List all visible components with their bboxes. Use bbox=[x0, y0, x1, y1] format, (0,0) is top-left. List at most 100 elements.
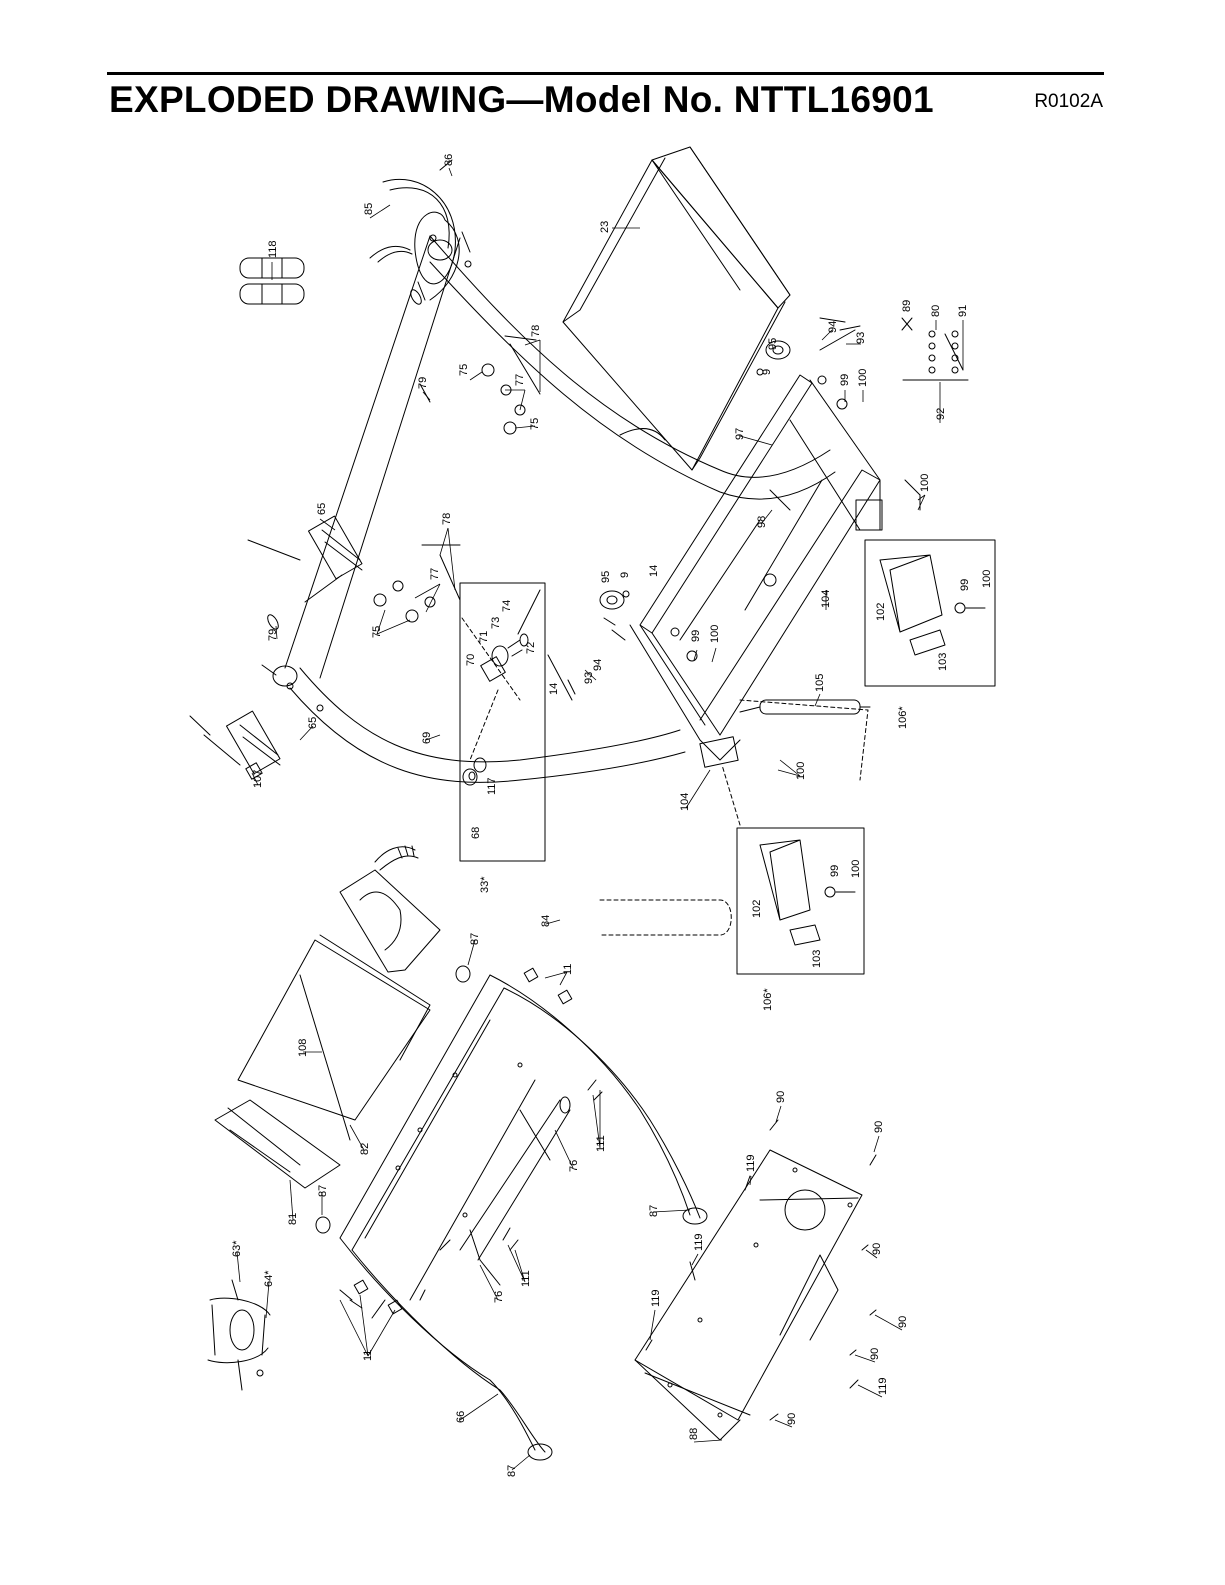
part-label: 90 bbox=[873, 1121, 885, 1133]
part-label: 63* bbox=[231, 1240, 243, 1257]
part-label: 95 bbox=[767, 338, 779, 350]
part-label: 106* bbox=[762, 988, 774, 1011]
lift-cylinder bbox=[739, 699, 871, 715]
part-label: 102 bbox=[751, 900, 763, 918]
part-label: 70 bbox=[465, 654, 477, 666]
rollers bbox=[599, 340, 791, 610]
part-label: 75 bbox=[371, 626, 383, 638]
part-label: 68 bbox=[470, 827, 482, 839]
part-label: 89 bbox=[901, 300, 913, 312]
part-label: 99 bbox=[839, 374, 851, 386]
part-label: 33* bbox=[479, 876, 491, 893]
deck bbox=[562, 146, 791, 471]
part-label: 9 bbox=[619, 572, 631, 578]
fasteners-handrail bbox=[315, 965, 603, 1319]
part-label: 85 bbox=[363, 203, 375, 215]
chest-belt bbox=[207, 1279, 271, 1391]
part-label: 77 bbox=[429, 568, 441, 580]
part-label: 99 bbox=[829, 865, 841, 877]
part-label: 87 bbox=[317, 1185, 329, 1197]
part-label: 94 bbox=[827, 321, 839, 333]
part-label: 14 bbox=[548, 683, 560, 695]
part-label: 71 bbox=[478, 631, 490, 643]
part-label: 88 bbox=[688, 1428, 700, 1440]
part-label: 100 bbox=[857, 369, 869, 387]
small-hardware bbox=[819, 317, 969, 381]
part-label: 107 bbox=[252, 770, 264, 788]
motor-hood bbox=[634, 1149, 863, 1441]
drawing-code: R0102A bbox=[1034, 91, 1103, 112]
part-label: 14 bbox=[648, 565, 660, 577]
part-label: 90 bbox=[869, 1348, 881, 1360]
inset-106-upper bbox=[864, 539, 996, 687]
header-rule bbox=[107, 72, 1104, 75]
part-label: 119 bbox=[877, 1377, 889, 1395]
hood-screws bbox=[645, 1119, 877, 1421]
part-label: 76 bbox=[568, 1160, 580, 1172]
power-cord bbox=[382, 159, 471, 301]
part-label: 119 bbox=[650, 1289, 662, 1307]
part-label: 64* bbox=[263, 1270, 275, 1287]
part-label: 75 bbox=[458, 364, 470, 376]
part-label: 78 bbox=[530, 325, 542, 337]
part-label: 9 bbox=[761, 369, 773, 375]
part-label: 119 bbox=[745, 1154, 757, 1172]
part-label: 93 bbox=[855, 332, 867, 344]
part-label: 100 bbox=[850, 860, 862, 878]
part-label: 118 bbox=[267, 240, 279, 258]
part-label: 99 bbox=[690, 630, 702, 642]
part-label: 79 bbox=[267, 629, 279, 641]
part-label: 100 bbox=[919, 474, 931, 492]
part-label: 87 bbox=[648, 1205, 660, 1217]
console bbox=[214, 845, 441, 1189]
part-label: 117 bbox=[486, 777, 498, 795]
part-label: 119 bbox=[693, 1233, 705, 1251]
part-label: 93 bbox=[583, 672, 595, 684]
page-title: EXPLODED DRAWING—Model No. NTTL16901 bbox=[109, 79, 934, 120]
part-label: 74 bbox=[501, 600, 513, 612]
part-label: 92 bbox=[935, 408, 947, 420]
handrail-frame bbox=[339, 974, 708, 1461]
part-label: 104 bbox=[679, 793, 691, 811]
part-label: 95 bbox=[600, 571, 612, 583]
fasteners-upper bbox=[261, 325, 921, 701]
part-labels: 86 85 23 118 79 75 77 78 75 65 78 77 75 … bbox=[231, 154, 993, 1477]
part-label: 94 bbox=[592, 659, 604, 671]
part-label: 84 bbox=[540, 915, 552, 927]
part-label: 100 bbox=[709, 625, 721, 643]
part-label: 105 bbox=[814, 674, 826, 692]
part-label: 106* bbox=[897, 706, 909, 729]
part-label: 11 bbox=[562, 964, 574, 975]
base-frame bbox=[629, 374, 883, 768]
upright-frame bbox=[272, 234, 836, 783]
part-label: 65 bbox=[316, 503, 328, 515]
part-label: 99 bbox=[959, 579, 971, 591]
part-label: 76 bbox=[493, 1291, 505, 1303]
inset-106-lower bbox=[736, 827, 865, 975]
part-label: 100 bbox=[795, 762, 807, 780]
leader-lines bbox=[236, 167, 964, 1471]
part-label: 90 bbox=[871, 1243, 883, 1255]
handle-parts bbox=[189, 245, 422, 780]
part-label: 23 bbox=[599, 221, 611, 233]
part-label: 91 bbox=[957, 305, 969, 317]
part-label: 103 bbox=[937, 653, 949, 671]
part-label: 78 bbox=[441, 513, 453, 525]
part-label: 97 bbox=[734, 428, 746, 440]
part-label: 69 bbox=[421, 732, 433, 744]
part-label: 90 bbox=[786, 1413, 798, 1425]
part-label: 80 bbox=[930, 305, 942, 317]
part-label: 90 bbox=[775, 1091, 787, 1103]
part-label: 103 bbox=[811, 950, 823, 968]
part-label: 102 bbox=[875, 603, 887, 621]
part-label: 111 bbox=[595, 1135, 607, 1152]
part-label: 100 bbox=[981, 570, 993, 588]
page-header: EXPLODED DRAWING—Model No. NTTL16901 R01… bbox=[0, 0, 1225, 130]
part-label: 86 bbox=[443, 154, 455, 166]
part-label: 77 bbox=[514, 374, 526, 386]
part-label: 66 bbox=[455, 1411, 467, 1423]
inset-33 bbox=[459, 582, 546, 862]
part-label: 79 bbox=[417, 377, 429, 389]
leader-dashes bbox=[461, 617, 869, 936]
